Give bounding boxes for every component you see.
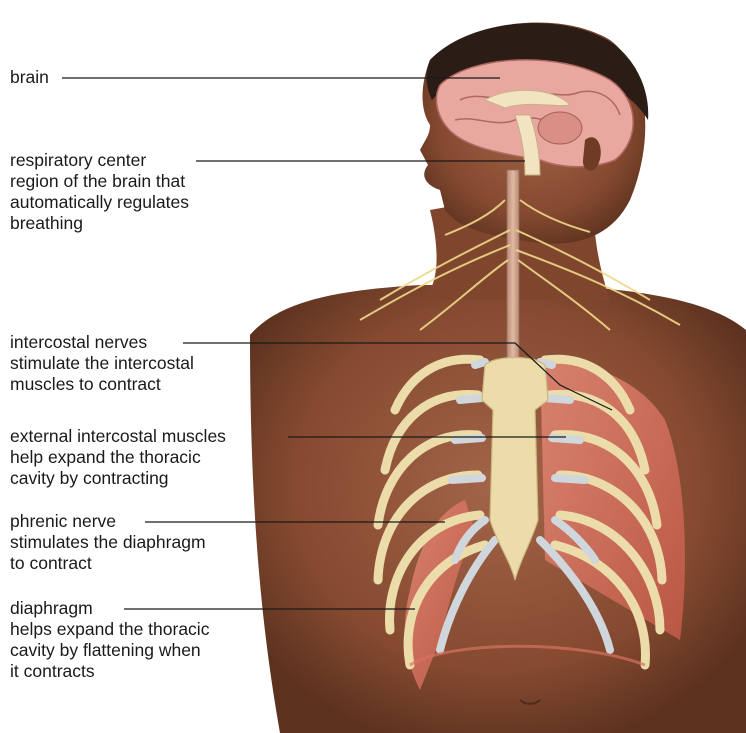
label-intercostal-nerves-line-2: stimulate the intercostal <box>10 353 194 374</box>
label-diaphragm-line-1: diaphragm <box>10 598 209 619</box>
label-external-muscles-line-2: help expand the thoracic <box>10 447 226 468</box>
label-respiratory-line-4: breathing <box>10 213 189 234</box>
label-diaphragm-line-2: helps expand the thoracic <box>10 619 209 640</box>
label-brain: brain <box>10 67 49 88</box>
label-diaphragm-line-3: cavity by flattening when <box>10 640 209 661</box>
spinal-cord <box>507 170 519 370</box>
label-brain-line-1: brain <box>10 67 49 88</box>
label-phrenic-line-2: stimulates the diaphragm <box>10 532 206 553</box>
label-phrenic-line-1: phrenic nerve <box>10 511 206 532</box>
label-external-muscles-line-3: cavity by contracting <box>10 468 226 489</box>
cerebellum <box>538 112 582 144</box>
label-respiratory-line-1: respiratory center <box>10 150 189 171</box>
label-diaphragm: diaphragm helps expand the thoracic cavi… <box>10 598 209 682</box>
label-external-muscles-line-1: external intercostal muscles <box>10 426 226 447</box>
label-respiratory-center: respiratory center region of the brain t… <box>10 150 189 234</box>
label-diaphragm-line-4: it contracts <box>10 661 209 682</box>
label-external-intercostal-muscles: external intercostal muscles help expand… <box>10 426 226 489</box>
label-phrenic-nerve: phrenic nerve stimulates the diaphragm t… <box>10 511 206 574</box>
label-intercostal-nerves-line-1: intercostal nerves <box>10 332 194 353</box>
label-phrenic-line-3: to contract <box>10 553 206 574</box>
label-intercostal-nerves: intercostal nerves stimulate the interco… <box>10 332 194 395</box>
label-respiratory-line-3: automatically regulates <box>10 192 189 213</box>
label-intercostal-nerves-line-3: muscles to contract <box>10 374 194 395</box>
label-respiratory-line-2: region of the brain that <box>10 171 189 192</box>
